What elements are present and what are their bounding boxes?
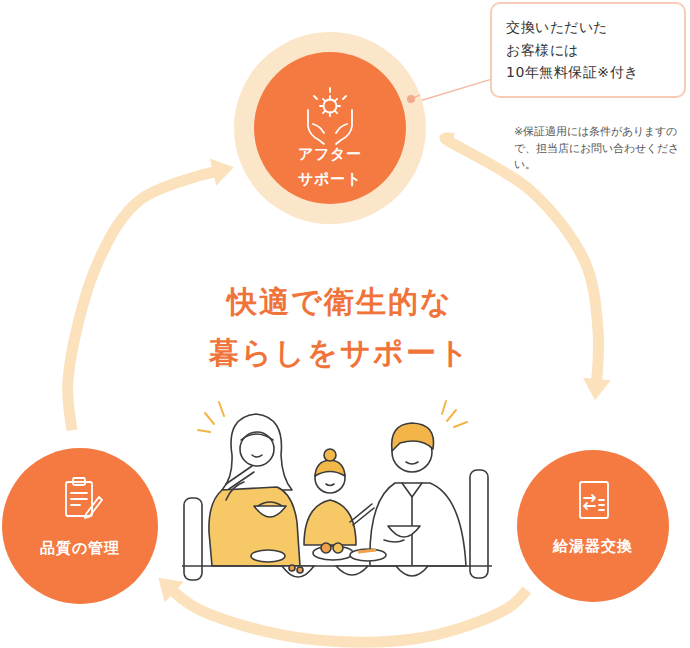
father-figure: [392, 423, 434, 451]
table-dishes: [358, 550, 376, 552]
inner-circle: [2, 448, 158, 604]
support-icon: [308, 88, 352, 144]
motion-lines: [454, 422, 467, 427]
table-dishes: [289, 565, 295, 571]
exchange-circle: 給湯器交換: [517, 450, 669, 602]
table-dishes: [333, 543, 343, 553]
father-figure: [384, 540, 404, 542]
table-dishes: [321, 543, 331, 553]
table-dishes: [396, 566, 428, 576]
outer-ring: [234, 32, 426, 224]
step-label: アフター サポート: [280, 142, 380, 192]
cycle-arrow: [173, 590, 526, 642]
table-dishes: [350, 549, 386, 561]
support-icon: [320, 105, 324, 107]
support-icon: [324, 100, 337, 113]
support-icon: [337, 105, 341, 107]
father-figure: [402, 483, 422, 497]
quality-icon: [71, 493, 87, 505]
mother-figure: [254, 506, 286, 517]
step-label: 品質の管理: [20, 536, 140, 561]
mother-figure: [240, 432, 274, 466]
support-icon: [308, 110, 324, 144]
node-text-box: アフター サポート: [234, 142, 426, 192]
node-outline: [2, 448, 158, 604]
father-figure: [388, 526, 420, 537]
child-figure: [353, 508, 374, 525]
node-outline: [234, 32, 426, 224]
motion-lines: [219, 402, 224, 416]
exchange-icon: [599, 500, 604, 510]
quality-icon: [73, 478, 85, 485]
support-icon: [335, 99, 337, 101]
table-dishes: [282, 566, 314, 577]
child-figure: [304, 449, 374, 545]
support-icon: [336, 110, 352, 144]
motion-lines: [447, 410, 456, 421]
exchange-icon: [584, 503, 595, 509]
support-icon: [314, 88, 346, 99]
father-figure: [370, 423, 466, 566]
table-dishes: [297, 567, 303, 573]
mother-figure: [209, 487, 300, 566]
exchange-icon: [580, 482, 608, 518]
motion-lines: [205, 413, 214, 424]
node-outline: [517, 450, 669, 602]
child-figure: [315, 460, 345, 476]
support-icon: [329, 96, 331, 100]
child-figure: [326, 484, 334, 486]
table-dishes: [336, 566, 368, 575]
exchange-icon: [584, 495, 595, 501]
exchange-icon: [580, 482, 608, 518]
father-figure: [406, 462, 418, 464]
quality-icon: [66, 478, 102, 518]
quality-circle: 品質の管理: [2, 448, 158, 604]
node-text-box: 交換いただいた お客様には 10年無料保証※付き: [506, 16, 670, 83]
mother-figure: [252, 455, 262, 457]
mother-figure: [229, 472, 254, 489]
node-text-box: 給湯器交換: [517, 534, 669, 559]
table-dishes: [251, 550, 285, 562]
quality-icon: [85, 497, 102, 518]
mother-figure: [258, 502, 282, 506]
chair: [470, 470, 488, 578]
inner-circle: [517, 450, 669, 602]
center-title: 快適で衛生的な 暮らしをサポート: [185, 276, 495, 378]
child-figure: [304, 500, 356, 545]
child-figure: [324, 449, 336, 461]
cycle-arrow: [68, 172, 214, 430]
support-icon: [323, 111, 325, 113]
support-icon: [329, 113, 331, 117]
step-label: 給湯器交換: [533, 534, 653, 559]
note-text: ※保証適用には条件がありますので、担当店にお問い合わせください。: [514, 124, 686, 174]
support-icon: [335, 111, 337, 113]
motion-lines: [442, 401, 446, 414]
inner-circle: [254, 52, 406, 204]
mother-figure: [241, 434, 273, 440]
leader-line: [422, 80, 490, 101]
node-text-box: 品質の管理: [2, 536, 158, 561]
mother-figure: [209, 414, 300, 566]
callout-text: 交換いただいた お客様には 10年無料保証※付き: [506, 16, 670, 83]
table-dishes: [182, 543, 492, 577]
chair: [184, 498, 202, 580]
support-icon: [323, 99, 325, 101]
mother-figure: [222, 414, 292, 490]
motion-lines: [198, 430, 210, 432]
support-circle: アフター サポート: [234, 32, 426, 224]
leader-dot: [407, 95, 415, 103]
warranty-callout: 交換いただいた お客様には 10年無料保証※付き: [490, 2, 686, 98]
